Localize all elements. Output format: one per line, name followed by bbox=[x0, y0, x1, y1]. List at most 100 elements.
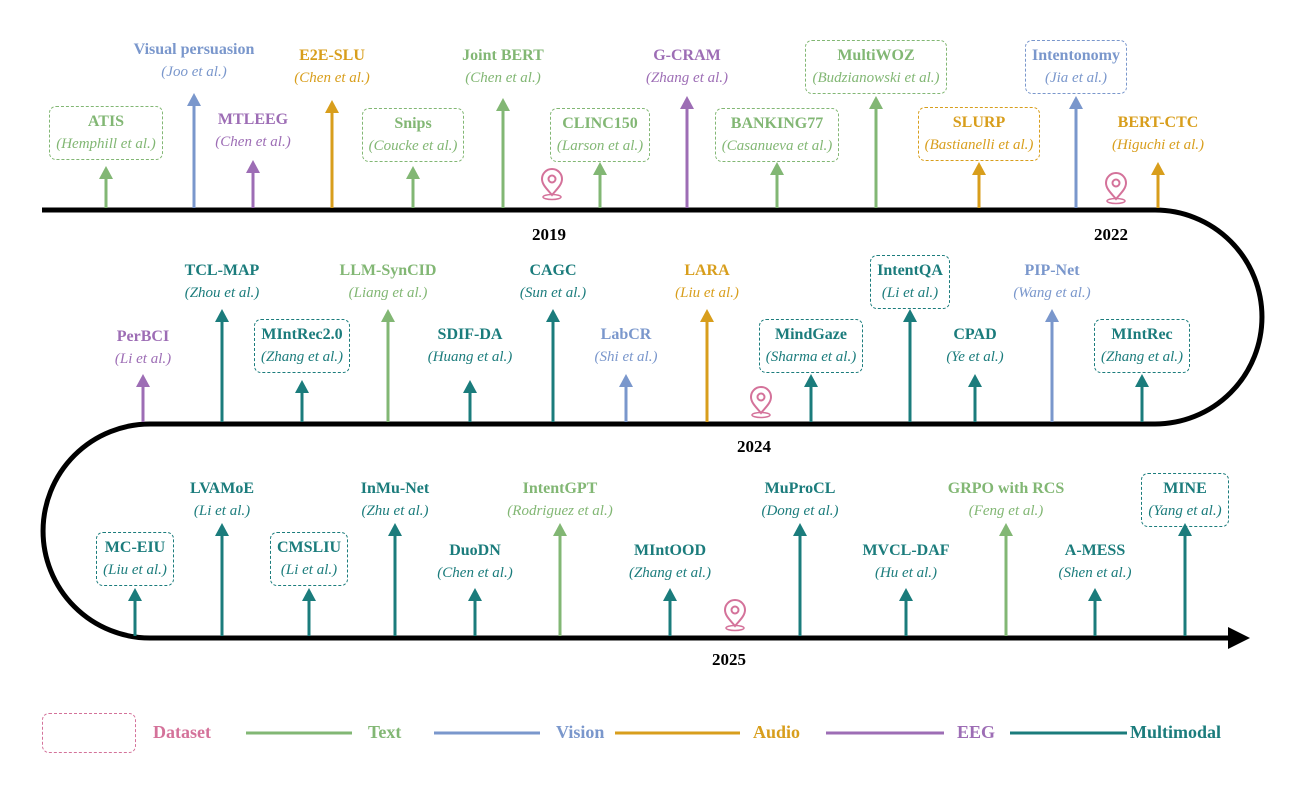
stem-arrow-mvcl-daf bbox=[899, 588, 913, 601]
event-author-labcr: (Shi et al.) bbox=[594, 349, 658, 365]
legend-label-eeg: EEG bbox=[957, 722, 996, 742]
event-name-a-mess: A-MESS bbox=[1064, 542, 1126, 559]
event-name-duodn: DuoDN bbox=[449, 542, 501, 559]
stem-arrow-duodn bbox=[468, 588, 482, 601]
event-name-cmsliu: CMSLIU bbox=[276, 539, 341, 556]
stem-arrow-snips bbox=[406, 166, 420, 179]
stem-arrow-mintrec2-0 bbox=[295, 380, 309, 393]
stem-arrow-joint-bert bbox=[496, 98, 510, 111]
dataset-box-atis bbox=[49, 106, 163, 160]
stem-arrow-clinc150 bbox=[593, 162, 607, 175]
event-author-slurp: (Bastianelli et al.) bbox=[924, 137, 1034, 153]
dataset-box-intentqa bbox=[870, 255, 950, 309]
event-author-lara: (Liu et al.) bbox=[675, 285, 739, 301]
event-author-atis: (Hemphill et al.) bbox=[56, 136, 156, 152]
stem-arrow-muprocl bbox=[793, 523, 807, 536]
event-name-grpo-with-rcs: GRPO with RCS bbox=[947, 480, 1065, 497]
dataset-box-mindgaze bbox=[758, 319, 864, 373]
stem-arrow-g-cram bbox=[680, 96, 694, 109]
stem-arrow-a-mess bbox=[1088, 588, 1102, 601]
event-author-lvamoe: (Li et al.) bbox=[193, 503, 251, 519]
event-author-cagc: (Sun et al.) bbox=[519, 285, 587, 301]
location-pin-icon bbox=[1104, 172, 1128, 205]
event-author-intentqa: (Li et al.) bbox=[881, 285, 939, 301]
event-name-mintood: MIntOOD bbox=[634, 542, 706, 559]
event-author-sdif-da: (Huang et al.) bbox=[427, 349, 513, 365]
year-label-2025: 2025 bbox=[712, 650, 746, 669]
event-name-lara: LARA bbox=[684, 262, 730, 279]
legend-label-vision: Vision bbox=[556, 722, 605, 742]
event-name-banking77: BANKING77 bbox=[730, 115, 824, 132]
event-name-slurp: SLURP bbox=[952, 114, 1006, 131]
dataset-box-slurp bbox=[917, 107, 1041, 161]
stem-arrow-bert-ctc bbox=[1151, 162, 1165, 175]
event-name-intentgpt: IntentGPT bbox=[522, 480, 598, 497]
event-name-tcl-map: TCL-MAP bbox=[184, 262, 260, 279]
event-name-mc-eiu: MC-EIU bbox=[104, 539, 166, 556]
event-author-mintood: (Zhang et al.) bbox=[628, 565, 712, 581]
event-name-lvamoe: LVAMoE bbox=[189, 480, 255, 497]
event-author-perbci: (Li et al.) bbox=[114, 351, 172, 367]
legend-label-text: Text bbox=[368, 722, 402, 742]
event-name-cagc: CAGC bbox=[529, 262, 577, 279]
event-author-mc-eiu: (Liu et al.) bbox=[103, 562, 167, 578]
location-pin-icon bbox=[749, 386, 773, 419]
event-name-inmu-net: InMu-Net bbox=[360, 480, 430, 497]
event-name-e2e-slu: E2E-SLU bbox=[299, 47, 365, 64]
event-name-labcr: LabCR bbox=[600, 326, 652, 343]
stem-arrow-labcr bbox=[619, 374, 633, 387]
legend-label-multimodal: Multimodal bbox=[1130, 722, 1222, 742]
event-author-joint-bert: (Chen et al.) bbox=[465, 70, 541, 86]
event-author-visual-persuasion: (Joo et al.) bbox=[161, 64, 227, 80]
dataset-box-clinc150 bbox=[549, 108, 651, 162]
dataset-box-intentonomy bbox=[1024, 40, 1127, 94]
event-name-g-cram: G-CRAM bbox=[653, 47, 721, 64]
stem-arrow-lvamoe bbox=[215, 523, 229, 536]
stem-arrow-tcl-map bbox=[215, 309, 229, 322]
event-author-mtleeg: (Chen et al.) bbox=[215, 134, 291, 150]
stem-arrow-mc-eiu bbox=[128, 588, 142, 601]
stem-arrow-llm-syncid bbox=[381, 309, 395, 322]
stem-arrow-intentqa bbox=[903, 309, 917, 322]
event-author-llm-syncid: (Liang et al.) bbox=[348, 285, 428, 301]
event-author-e2e-slu: (Chen et al.) bbox=[294, 70, 370, 86]
dataset-box-snips bbox=[361, 108, 465, 162]
location-pin-icon bbox=[723, 599, 747, 632]
stem-arrow-sdif-da bbox=[463, 380, 477, 393]
event-author-cmsliu: (Li et al.) bbox=[280, 562, 338, 578]
event-author-pip-net: (Wang et al.) bbox=[1013, 285, 1091, 301]
event-name-mtleeg: MTLEEG bbox=[217, 111, 289, 128]
event-author-snips: (Coucke et al.) bbox=[368, 138, 458, 154]
event-name-mintrec: MIntRec bbox=[1111, 326, 1173, 343]
event-name-visual-persuasion: Visual persuasion bbox=[133, 41, 255, 58]
dataset-box-multiwoz bbox=[805, 40, 947, 94]
year-label-2019: 2019 bbox=[532, 225, 566, 244]
event-name-pip-net: PIP-Net bbox=[1024, 262, 1080, 279]
event-author-grpo-with-rcs: (Feng et al.) bbox=[968, 503, 1044, 519]
stem-arrow-multiwoz bbox=[869, 96, 883, 109]
event-name-bert-ctc: BERT-CTC bbox=[1117, 114, 1199, 131]
stem-arrow-slurp bbox=[972, 162, 986, 175]
stem-arrow-pip-net bbox=[1045, 309, 1059, 322]
dataset-box-cmsliu bbox=[269, 532, 348, 586]
event-author-a-mess: (Shen et al.) bbox=[1058, 565, 1132, 581]
dataset-box-mc-eiu bbox=[96, 532, 174, 586]
event-author-intentgpt: (Rodriguez et al.) bbox=[507, 503, 613, 519]
event-author-mintrec: (Zhang et al.) bbox=[1100, 349, 1184, 365]
event-author-bert-ctc: (Higuchi et al.) bbox=[1111, 137, 1205, 153]
event-author-banking77: (Casanueva et al.) bbox=[721, 138, 833, 154]
event-name-intentqa: IntentQA bbox=[877, 262, 943, 279]
dataset-box-mintrec bbox=[1093, 319, 1191, 373]
event-name-mindgaze: MindGaze bbox=[775, 326, 847, 343]
stem-arrow-mine bbox=[1178, 523, 1192, 536]
stem-arrow-cagc bbox=[546, 309, 560, 322]
stem-arrow-cpad bbox=[968, 374, 982, 387]
event-author-mintrec2-0: (Zhang et al.) bbox=[260, 349, 344, 365]
year-label-2022: 2022 bbox=[1094, 225, 1128, 244]
timeline-end-arrow bbox=[1228, 627, 1250, 649]
event-name-perbci: PerBCI bbox=[116, 328, 170, 345]
event-name-snips: Snips bbox=[394, 115, 432, 132]
event-name-clinc150: CLINC150 bbox=[562, 115, 638, 132]
event-author-muprocl: (Dong et al.) bbox=[761, 503, 839, 519]
